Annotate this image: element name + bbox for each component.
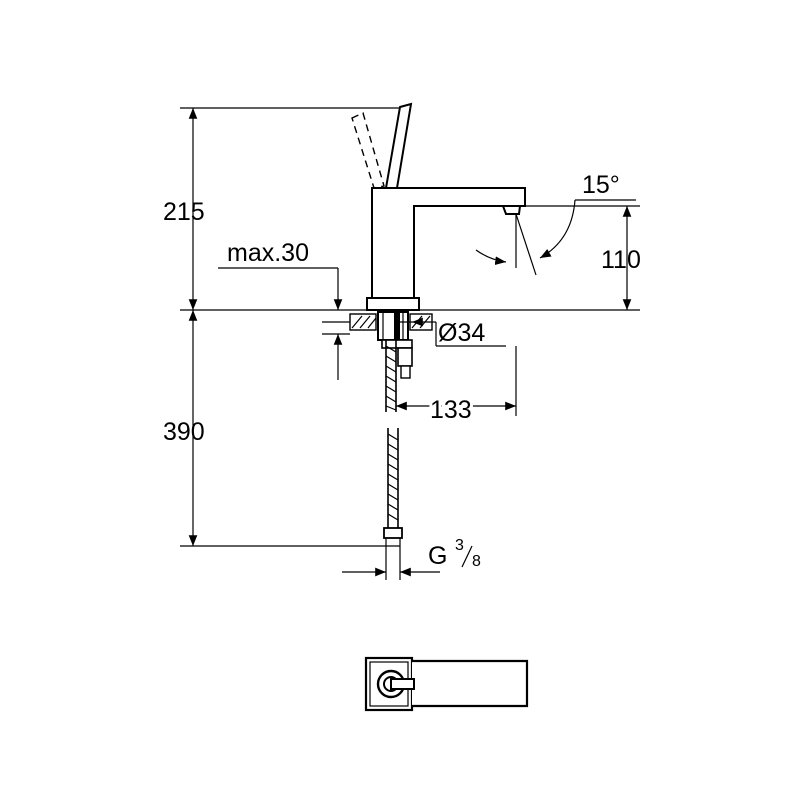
faucet-body-column [371,187,526,299]
thread-label-g: G [428,542,447,570]
thread-label-numerator: 3 [455,537,464,554]
dimension-angle-label: 15° [582,171,620,199]
spout-aerator [501,205,522,215]
dimension-390-label: 390 [163,418,205,446]
dimension-diameter-label: Ø34 [438,319,485,347]
lever-handle [384,102,413,189]
dimension-angle: 15° [475,171,636,276]
dimension-133: 133 [396,346,517,427]
top-view-lever [390,678,415,690]
top-view-spout [412,659,529,708]
dimension-215-label: 215 [163,198,205,226]
dimension-thread: G 3 8 [342,537,481,577]
dimension-110: 110 [556,205,641,310]
dimension-max30-label: max.30 [227,239,309,267]
thread-label-denominator: 8 [472,553,481,570]
dimension-max30: max.30 [218,239,350,380]
dimension-110-label: 110 [601,246,641,274]
dimension-390: 390 [163,310,400,547]
hose-lower [383,428,403,580]
faucet-top-view [364,656,529,712]
faucet-side-view [351,102,526,311]
mounting-assembly [349,311,433,412]
lever-open-position [351,112,385,189]
dimension-diameter: Ø34 [394,317,506,347]
dimension-133-label: 133 [430,396,472,424]
dimension-215: 215 [163,107,400,310]
faucet-base [366,297,420,311]
